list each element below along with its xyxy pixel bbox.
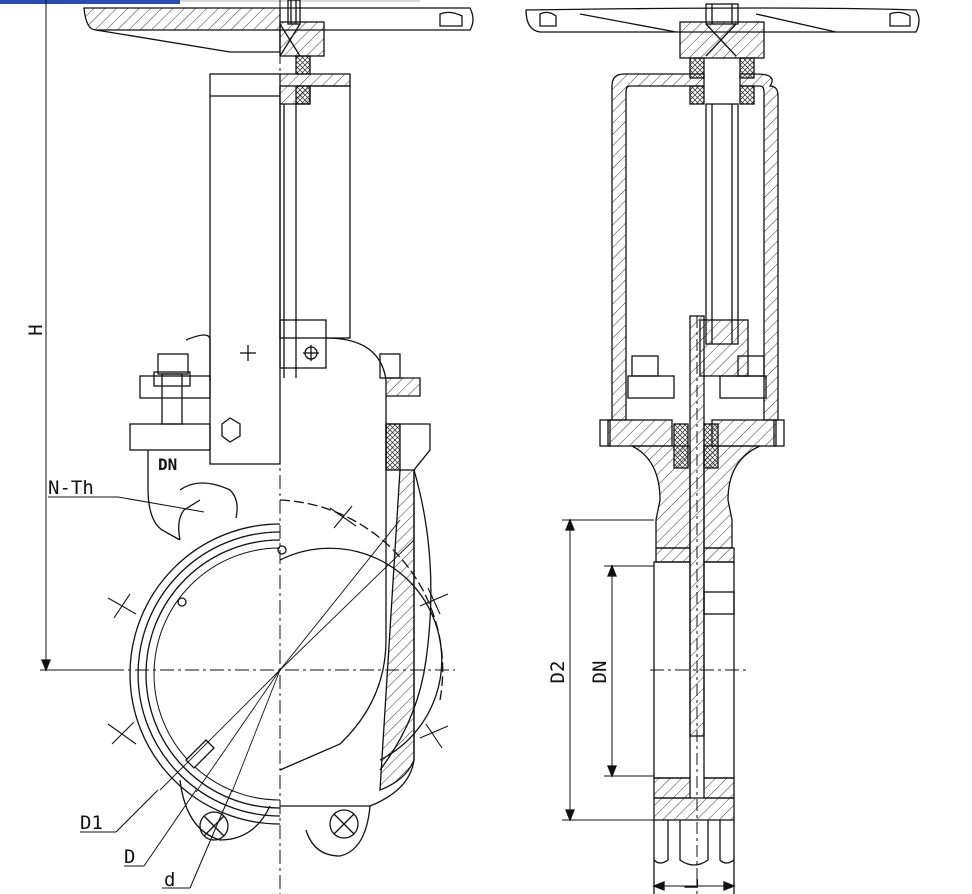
side-view (525, 3, 920, 894)
label-D1: D1 (80, 812, 103, 834)
front-handwheel (83, 0, 474, 57)
label-L: L (681, 878, 703, 889)
front-view (40, 0, 474, 894)
label-D2: D2 (547, 661, 569, 684)
label-DN-side: DN (589, 661, 611, 684)
label-N-Th: N-Th (48, 477, 94, 499)
front-yoke-left (209, 73, 281, 465)
front-yoke-right (279, 85, 351, 339)
label-d: d (164, 869, 175, 891)
label-D: D (124, 846, 135, 868)
label-H: H (25, 324, 47, 335)
window-accent-bar (0, 0, 180, 4)
label-DN-front: DN (158, 455, 177, 474)
